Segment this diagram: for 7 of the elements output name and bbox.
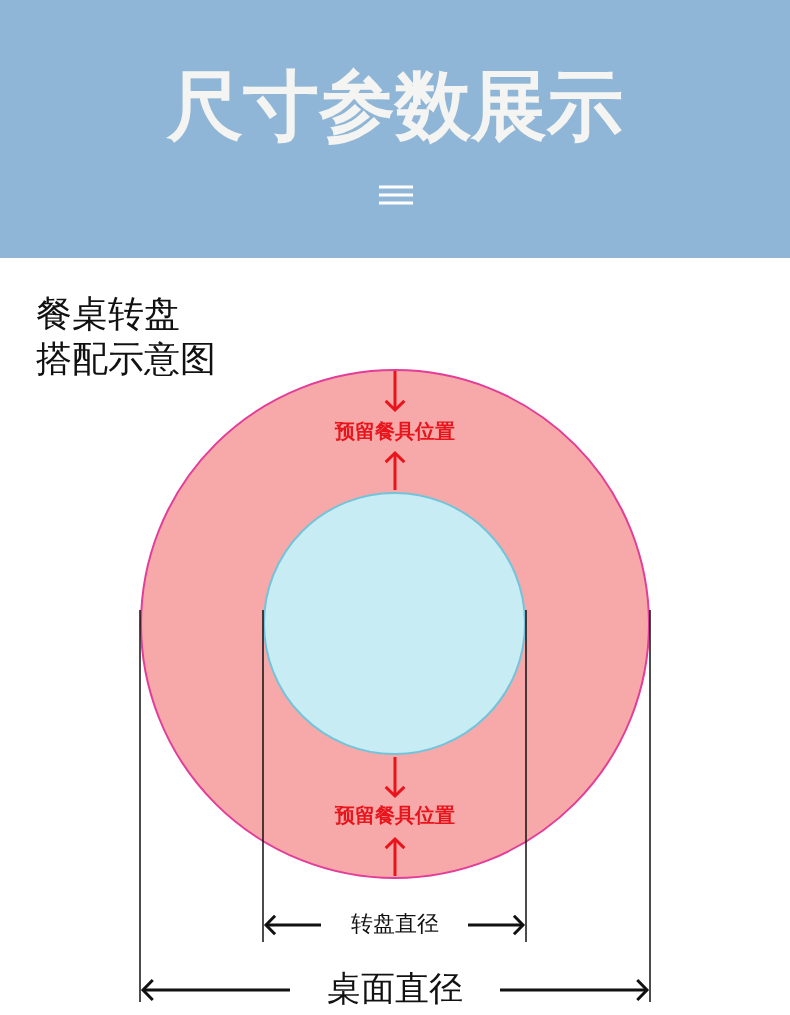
reserved-area-label: 预留餐具位置 — [335, 420, 455, 443]
diagram-heading: 搭配示意图 — [36, 338, 216, 380]
dimension-label: 桌面直径 — [327, 969, 463, 1009]
dimension-label: 转盘直径 — [351, 911, 439, 937]
title: 尺寸参数展示 — [165, 60, 624, 152]
reserved-area-label: 预留餐具位置 — [335, 804, 455, 827]
diagram-heading: 餐桌转盘 — [36, 293, 180, 335]
